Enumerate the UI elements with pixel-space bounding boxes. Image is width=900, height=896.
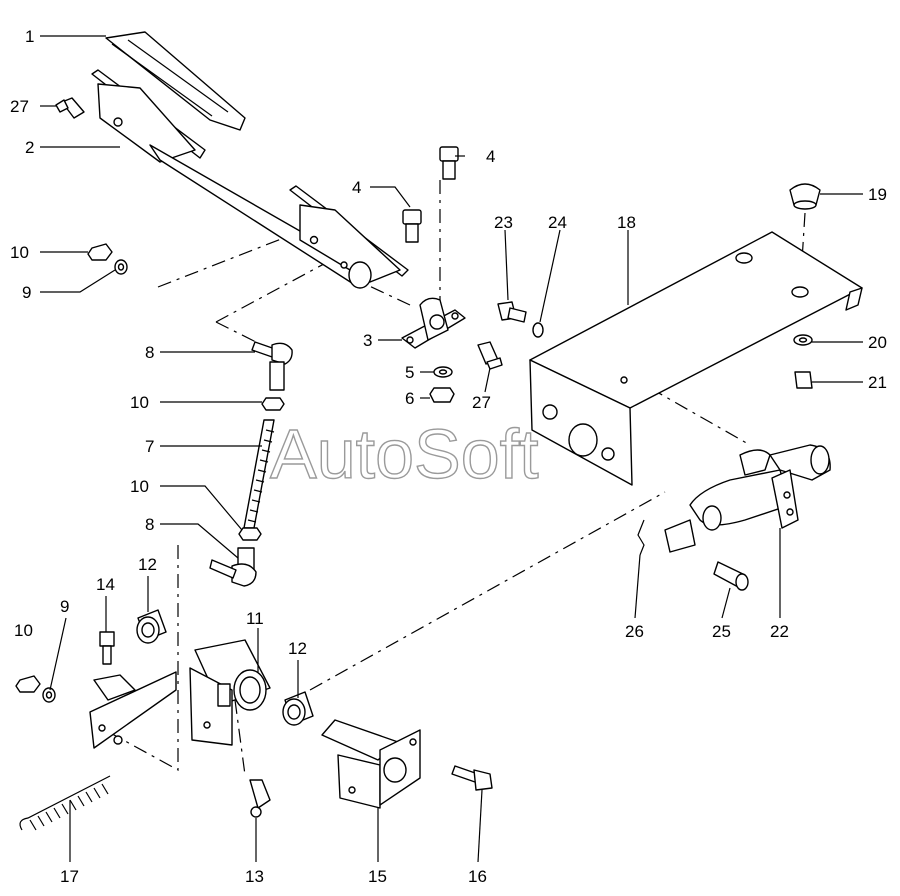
callout-25: 25 — [712, 622, 731, 641]
part-25-clevis-pin — [713, 561, 749, 591]
callout-8: 8 — [145, 343, 154, 362]
callout-7: 7 — [145, 437, 154, 456]
part-19-rubber-stop — [789, 183, 821, 210]
part-8-rod-end-upper — [251, 341, 293, 391]
callout-14: 14 — [96, 575, 115, 594]
callout-17: 17 — [60, 867, 79, 886]
callout-24: 24 — [548, 213, 567, 232]
part-22-master-cylinder — [664, 444, 831, 553]
part-9-washer-bottom-left — [42, 687, 56, 703]
callout-13: 13 — [245, 867, 264, 886]
callout-leaders — [40, 35, 863, 863]
callout-27: 27 — [10, 97, 29, 116]
part-20-washer — [793, 334, 813, 346]
watermark-text: AutoSoft — [270, 415, 539, 493]
callout-20: 20 — [868, 333, 887, 352]
callout-26: 26 — [625, 622, 644, 641]
part-11-pivot-housing — [189, 639, 271, 746]
part-18-main-bracket — [529, 231, 863, 486]
part-6-nut — [429, 387, 455, 403]
part-14-bolt — [99, 631, 115, 665]
part-2-pedal-arm — [91, 69, 409, 289]
callout-27: 27 — [472, 393, 491, 412]
part-12-bushing-left — [136, 609, 167, 644]
callout-10: 10 — [130, 477, 149, 496]
part-10-nut-rod-upper — [261, 397, 285, 411]
part-10-nut-bottom-left — [15, 675, 41, 693]
callout-9: 9 — [60, 597, 69, 616]
part-26-split-pin — [637, 519, 645, 556]
part-15-mounting-bracket — [321, 719, 421, 809]
callout-11: 11 — [246, 609, 264, 628]
callout-10: 10 — [10, 243, 29, 262]
part-13-grease-fitting — [249, 779, 271, 818]
callout-18: 18 — [617, 213, 636, 232]
callout-10: 10 — [14, 621, 33, 640]
part-9-washer-top-left — [114, 259, 128, 275]
lower-lever-bracket — [89, 671, 177, 749]
callout-1: 1 — [25, 27, 34, 46]
part-3-bearing-block — [401, 297, 466, 349]
part-17-return-spring — [19, 775, 111, 831]
callout-4: 4 — [486, 147, 495, 166]
callout-22: 22 — [770, 622, 789, 641]
callout-labels: 1 27 2 4 4 19 23 24 18 10 9 8 3 5 6 27 2… — [10, 27, 887, 886]
part-27-grease-nipple-mid — [477, 341, 503, 370]
callout-6: 6 — [405, 389, 414, 408]
callout-21: 21 — [868, 373, 887, 392]
part-24-washer — [532, 322, 544, 338]
callout-8: 8 — [145, 515, 154, 534]
part-4-bolt-right — [439, 146, 459, 180]
callout-4: 4 — [352, 178, 361, 197]
callout-19: 19 — [868, 185, 887, 204]
callout-9: 9 — [22, 283, 31, 302]
callout-15: 15 — [368, 867, 387, 886]
part-16-bolt — [451, 765, 493, 791]
callout-12: 12 — [288, 639, 307, 658]
part-10-nut-top-left — [87, 243, 113, 261]
part-4-bolt-left — [402, 209, 422, 243]
part-5-washer — [433, 366, 453, 378]
callout-5: 5 — [405, 363, 414, 382]
callout-12: 12 — [138, 555, 157, 574]
callout-2: 2 — [25, 138, 34, 157]
part-10-nut-rod-lower — [238, 527, 262, 541]
part-1-pedal-pad — [105, 31, 246, 131]
part-21-nut — [794, 371, 813, 389]
callout-10: 10 — [130, 393, 149, 412]
callout-16: 16 — [468, 867, 487, 886]
callout-3: 3 — [363, 331, 372, 350]
part-27-grease-nipple-top — [55, 97, 85, 119]
callout-23: 23 — [494, 213, 513, 232]
part-23-bolt — [497, 301, 527, 323]
part-8-rod-end-lower — [209, 547, 257, 587]
